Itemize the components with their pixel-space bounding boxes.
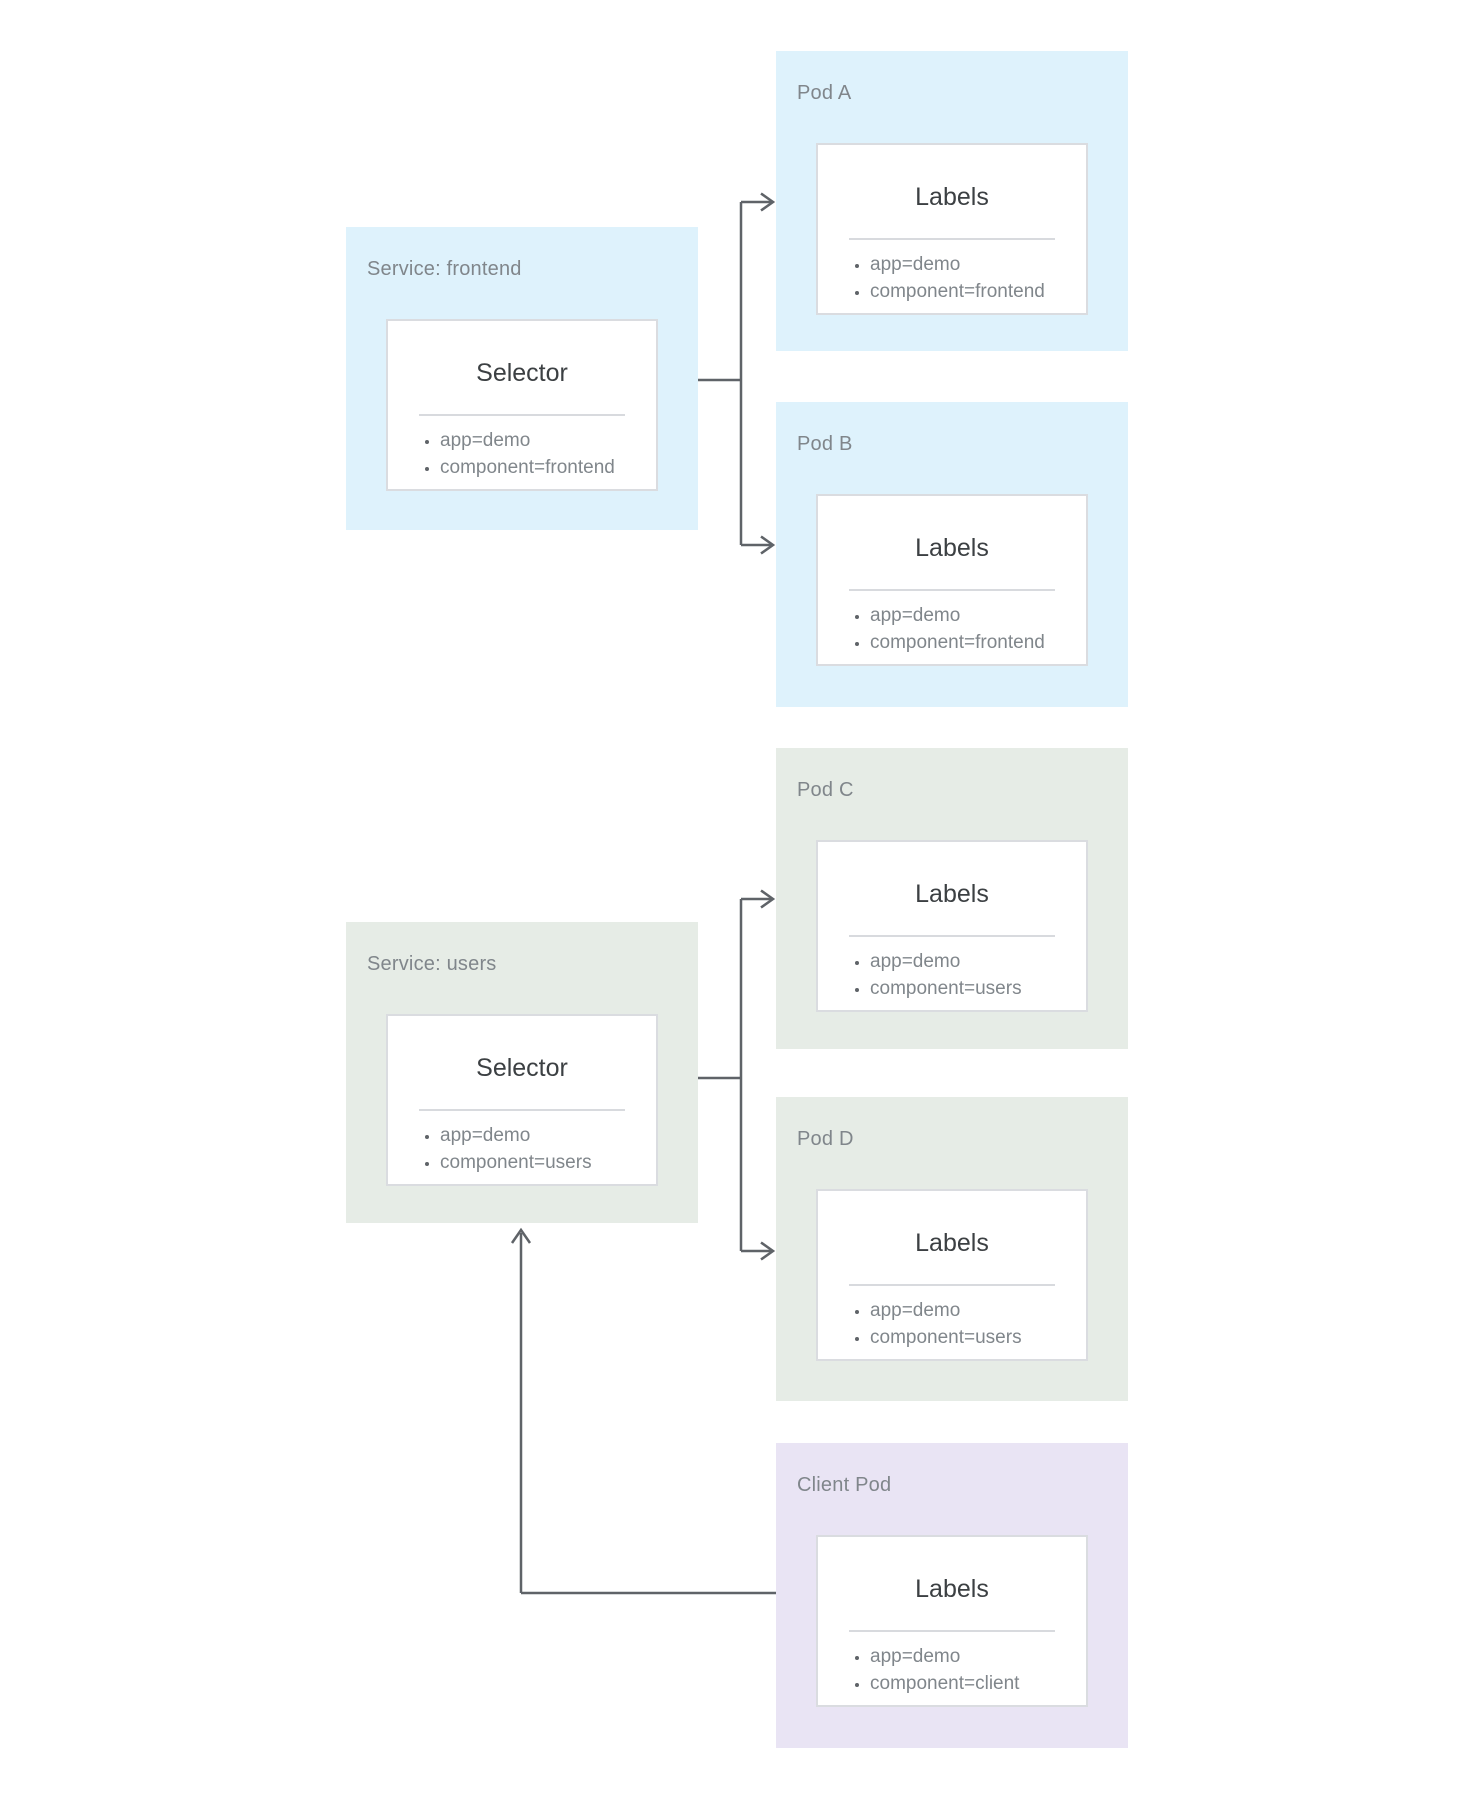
pod-d-box: Pod D Labels app=demo component=users [776,1097,1128,1401]
pod-label-item: component=users [870,1324,1080,1351]
selector-label-item: component=users [440,1149,650,1176]
pod-label-item: component=frontend [870,278,1080,305]
service-users-box: Service: users Selector app=demo compone… [346,922,698,1223]
labels-card-title: Labels [915,183,989,211]
labels-card-title: Labels [915,1575,989,1603]
service-users-selector-card: Selector app=demo component=users [386,1014,658,1186]
pod-label-item: app=demo [870,1643,1080,1670]
pod-a-box: Pod A Labels app=demo component=frontend [776,51,1128,351]
arrowhead-pod-a [760,192,776,212]
client-pod-labels-card: Labels app=demo component=client [816,1535,1088,1707]
pod-b-label: Pod B [797,433,853,455]
card-divider [849,589,1055,591]
client-pod-label: Client Pod [797,1474,892,1496]
pod-label-list: app=demo component=client [818,1643,1080,1697]
selector-card-title: Selector [476,359,568,387]
selector-label-list: app=demo component=users [388,1122,650,1176]
pod-label-item: component=client [870,1670,1080,1697]
arrowhead-pod-d [760,1241,776,1261]
service-users-label: Service: users [367,953,497,975]
arrowhead-service-users [510,1227,532,1244]
service-frontend-selector-card: Selector app=demo component=frontend [386,319,658,491]
pod-c-labels-card: Labels app=demo component=users [816,840,1088,1012]
pod-a-labels-card: Labels app=demo component=frontend [816,143,1088,315]
selector-label-item: app=demo [440,1122,650,1149]
pod-label-item: app=demo [870,1297,1080,1324]
card-divider [419,414,625,416]
card-divider [849,1284,1055,1286]
selector-card-title: Selector [476,1054,568,1082]
selector-label-list: app=demo component=frontend [388,427,650,481]
pod-label-item: app=demo [870,602,1080,629]
pod-c-label: Pod C [797,779,854,801]
arrowhead-pod-c [760,889,776,909]
pod-label-item: component=users [870,975,1080,1002]
selector-label-item: app=demo [440,427,650,454]
selector-label-item: component=frontend [440,454,650,481]
card-divider [849,1630,1055,1632]
pod-b-labels-card: Labels app=demo component=frontend [816,494,1088,666]
pod-label-list: app=demo component=users [818,1297,1080,1351]
arrowhead-pod-b [760,535,776,555]
pod-label-list: app=demo component=users [818,948,1080,1002]
service-frontend-label: Service: frontend [367,258,522,280]
labels-card-title: Labels [915,880,989,908]
labels-card-title: Labels [915,1229,989,1257]
service-frontend-box: Service: frontend Selector app=demo comp… [346,227,698,530]
pod-a-label: Pod A [797,82,852,104]
card-divider [849,935,1055,937]
pod-d-labels-card: Labels app=demo component=users [816,1189,1088,1361]
pod-label-list: app=demo component=frontend [818,251,1080,305]
pod-label-item: component=frontend [870,629,1080,656]
pod-label-item: app=demo [870,251,1080,278]
client-pod-box: Client Pod Labels app=demo component=cli… [776,1443,1128,1748]
pod-d-label: Pod D [797,1128,854,1150]
pod-label-item: app=demo [870,948,1080,975]
pod-c-box: Pod C Labels app=demo component=users [776,748,1128,1049]
pod-b-box: Pod B Labels app=demo component=frontend [776,402,1128,707]
labels-card-title: Labels [915,534,989,562]
pod-label-list: app=demo component=frontend [818,602,1080,656]
card-divider [849,238,1055,240]
card-divider [419,1109,625,1111]
